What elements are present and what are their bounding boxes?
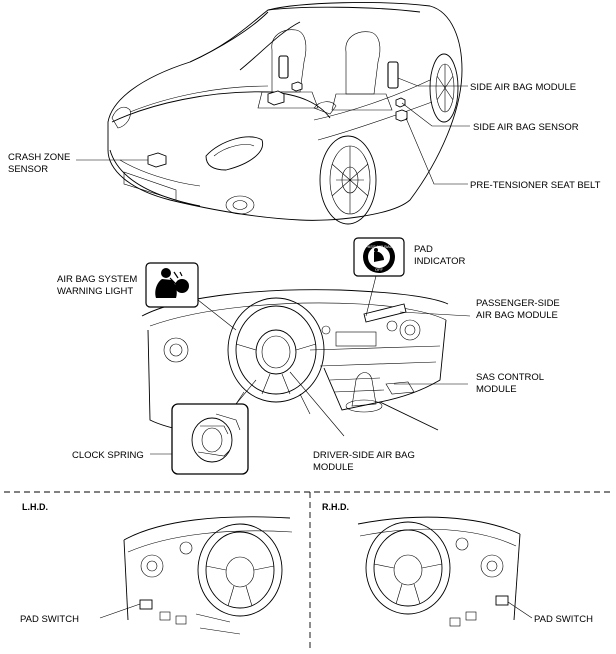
label-driver-air-bag-line2: MODULE: [313, 462, 354, 473]
lhd-dashboard: [123, 516, 293, 635]
label-pretensioner-seat-belt: PRE-TENSIONER SEAT BELT: [470, 180, 601, 191]
leader-warning-light: [197, 299, 237, 331]
label-passenger-air-bag-line1: PASSENGER-SIDE: [476, 298, 560, 309]
label-crash-zone-sensor-line2: SENSOR: [8, 164, 48, 175]
label-air-bag-warning-line2: WARNING LIGHT: [57, 286, 133, 297]
label-pad-switch-lhd: PAD SWITCH: [20, 614, 79, 625]
leader-side-air-bag-sensor: [401, 102, 470, 127]
leader-side-air-bag-module: [397, 77, 468, 87]
indicator-off-text: OFF: [375, 267, 384, 272]
leader-pretensioner: [405, 117, 468, 185]
label-pad-indicator-line2: INDICATOR: [414, 256, 466, 267]
label-crash-zone-sensor-line1: CRASH ZONE: [8, 152, 70, 163]
label-lhd: L.H.D.: [22, 502, 48, 512]
label-pad-switch-rhd: PAD SWITCH: [534, 614, 593, 625]
leader-passenger-air-bag: [399, 311, 471, 317]
leader-pad-indicator: [365, 275, 377, 317]
leader-pad-switch-lhd: [99, 603, 141, 619]
label-side-air-bag-module: SIDE AIR BAG MODULE: [470, 82, 576, 93]
rhd-dashboard: [357, 516, 521, 627]
label-rhd: R.H.D.: [322, 502, 349, 512]
label-clock-spring: CLOCK SPRING: [72, 450, 144, 461]
label-passenger-air-bag-line2: AIR BAG MODULE: [476, 310, 558, 321]
label-air-bag-warning-line1: AIR BAG SYSTEM: [57, 274, 137, 285]
label-sas-control-line1: SAS CONTROL: [476, 372, 544, 383]
leader-clock-spring-inset: [235, 379, 257, 405]
label-pad-indicator-line1: PAD: [414, 244, 433, 255]
indicator-ring-text: PASS AIR BAG: [365, 244, 393, 249]
car-illustration: [107, 2, 463, 225]
label-side-air-bag-sensor: SIDE AIR BAG SENSOR: [473, 122, 579, 133]
label-driver-air-bag-line1: DRIVER-SIDE AIR BAG: [313, 450, 415, 461]
leader-pad-switch-rhd: [507, 601, 533, 619]
leader-driver-air-bag: [289, 371, 345, 437]
clock-spring-inset: [171, 403, 249, 475]
label-sas-control-line2: MODULE: [476, 384, 517, 395]
